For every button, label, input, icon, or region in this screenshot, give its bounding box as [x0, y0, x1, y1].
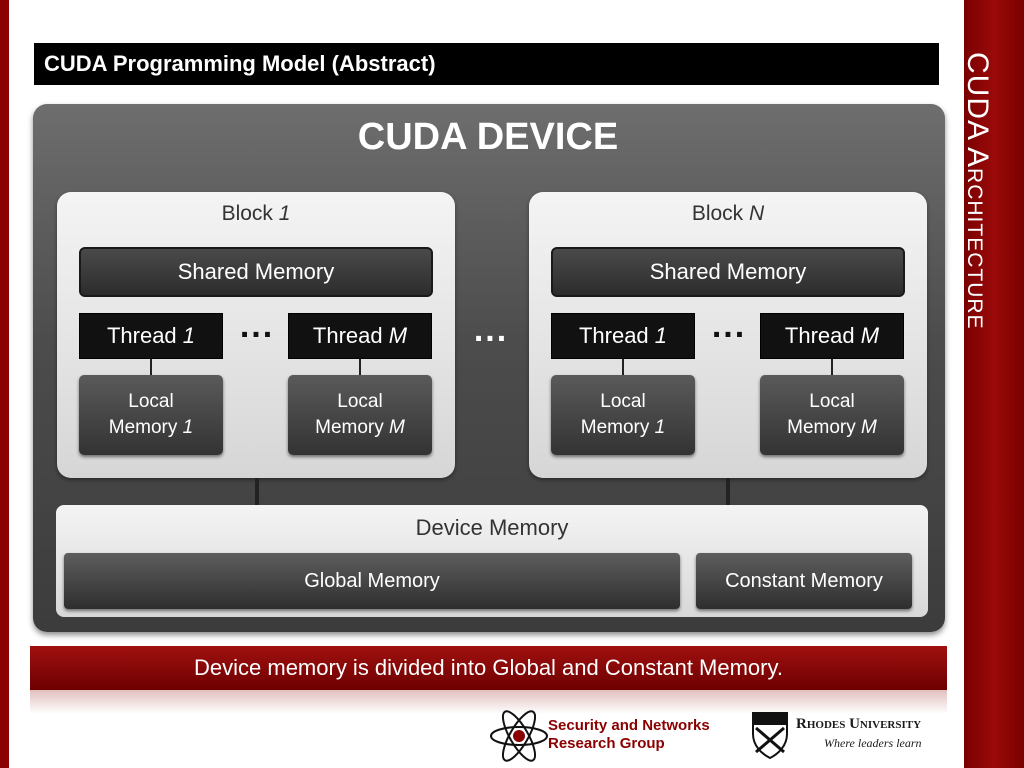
local-memory-m: Local Memory M	[760, 375, 904, 455]
thread-ellipsis: ...	[239, 307, 275, 345]
global-memory: Global Memory	[64, 553, 680, 609]
block-1: Block 1 Shared Memory Thread 1 ... Threa…	[57, 192, 455, 478]
thread-connector	[150, 359, 152, 377]
thread-m: Thread M	[760, 313, 904, 359]
block-label: Block N	[691, 202, 765, 225]
block-n: Block N Shared Memory Thread 1 ... Threa…	[529, 192, 927, 478]
device-title: CUDA DEVICE	[357, 116, 619, 158]
side-panel	[964, 0, 1024, 768]
atom-icon	[490, 710, 548, 762]
rhodes-tagline: Where leaders learn	[824, 736, 922, 750]
shared-memory: Shared Memory	[79, 247, 433, 297]
constant-memory: Constant Memory	[696, 553, 912, 609]
local-memory-1: Local Memory 1	[79, 375, 223, 455]
left-accent-bar	[0, 0, 9, 768]
local-memory-m: Local Memory M	[288, 375, 432, 455]
slide-title: CUDA Programming Model (Abstract)	[34, 43, 939, 85]
thread-m: Thread M	[288, 313, 432, 359]
caption-banner: Device memory is divided into Global and…	[30, 646, 947, 690]
thread-connector	[359, 359, 361, 377]
block-ellipsis: ...	[473, 311, 509, 349]
block-n-bus	[726, 478, 730, 508]
device-memory: Device Memory Global Memory Constant Mem…	[56, 505, 928, 617]
thread-connector	[831, 359, 833, 377]
thread-connector	[622, 359, 624, 377]
snrg-logo-text: Security and Networks Research Group	[548, 717, 710, 752]
thread-1: Thread 1	[551, 313, 695, 359]
block-label: Block 1	[221, 202, 291, 225]
rhodes-university-name: Rhodes University	[796, 716, 922, 732]
local-memory-1: Local Memory 1	[551, 375, 695, 455]
caption-reflection	[30, 690, 947, 714]
device-memory-label: Device Memory	[415, 515, 569, 540]
thread-1: Thread 1	[79, 313, 223, 359]
shared-memory: Shared Memory	[551, 247, 905, 297]
thread-ellipsis: ...	[711, 307, 747, 345]
side-title: CUDA Architecture	[961, 52, 994, 330]
shield-crest-icon	[752, 712, 788, 760]
block-1-bus	[255, 478, 259, 508]
